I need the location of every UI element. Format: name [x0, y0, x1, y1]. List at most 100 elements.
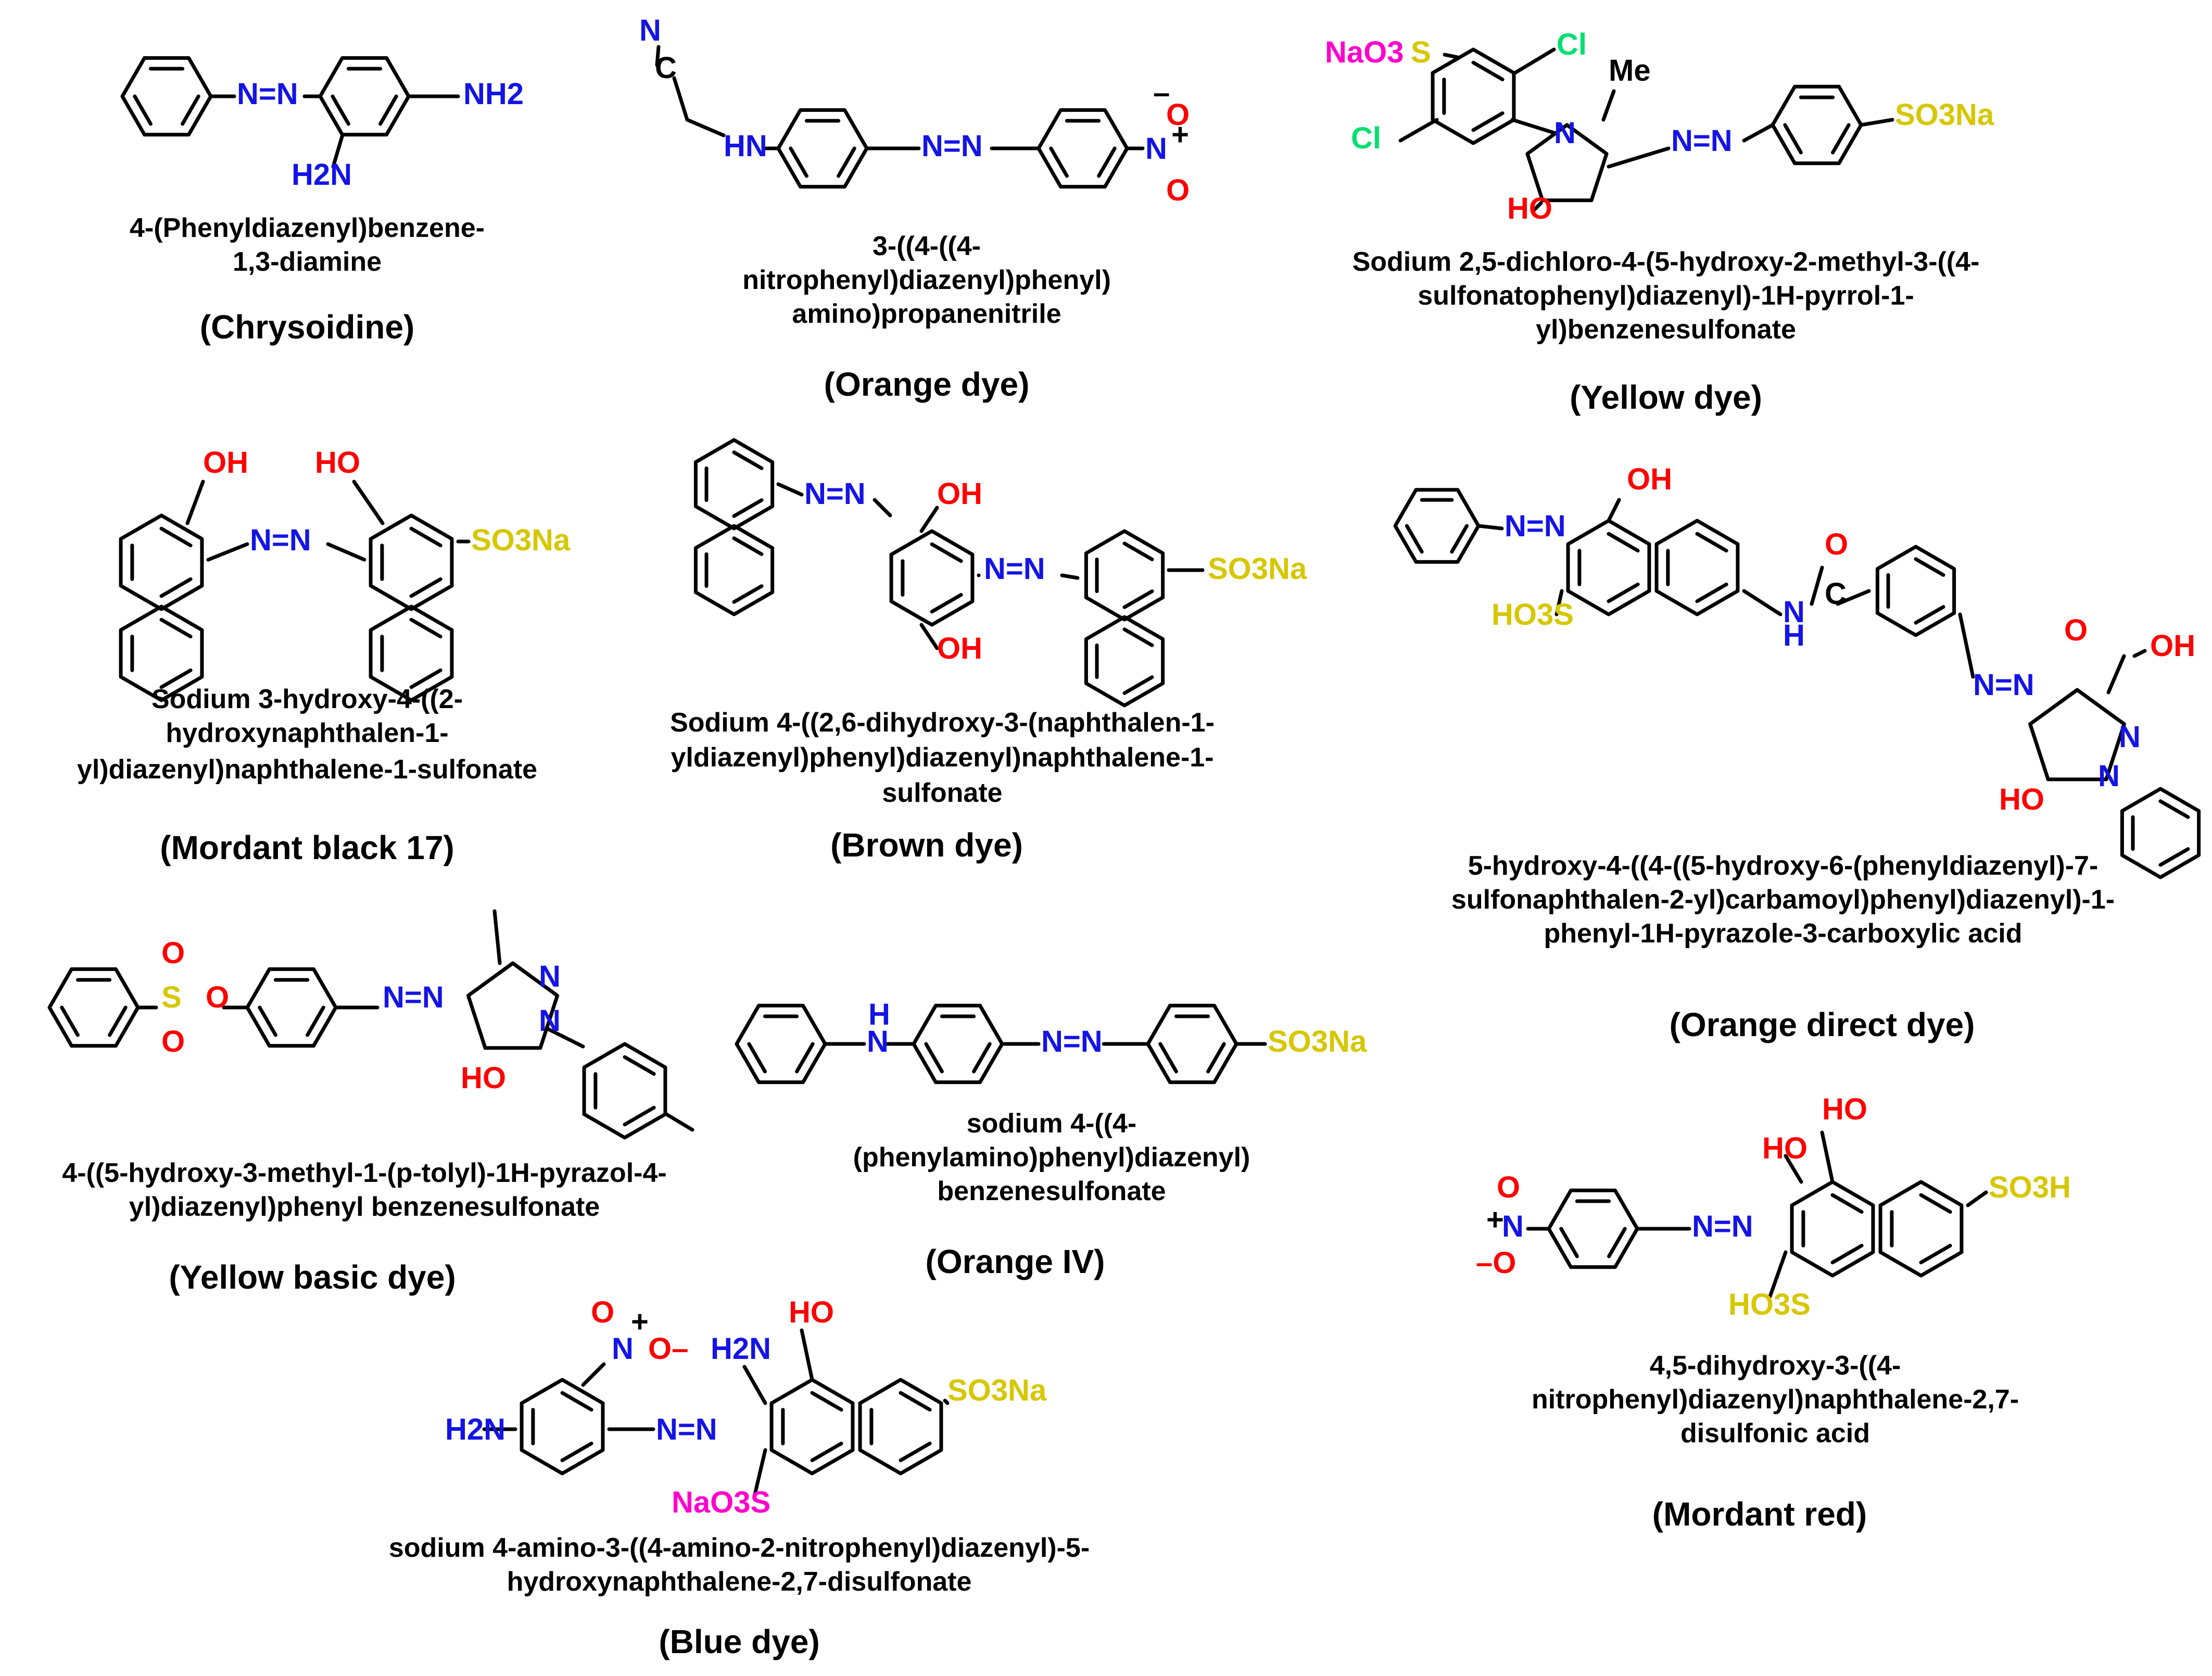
bond	[352, 480, 385, 525]
atom-label: N	[1145, 132, 1167, 166]
bond	[1554, 589, 1564, 616]
bond	[1122, 675, 1154, 695]
atom-label: SO3Na	[1895, 98, 1994, 132]
bond	[1060, 573, 1080, 580]
bond	[753, 1448, 767, 1496]
common-name: (Blue dye)	[659, 1623, 819, 1660]
bond	[1830, 1193, 1864, 1214]
atom-label: N=N	[250, 523, 311, 557]
bond	[409, 668, 443, 689]
bond	[889, 529, 975, 627]
bond	[1768, 1250, 1788, 1299]
iupac-name-line: 1,3-diamine	[233, 247, 382, 277]
iupac-name-line: hydroxynaphthalene-2,7-disulfonate	[507, 1567, 972, 1597]
bond	[1783, 123, 1803, 155]
atom-label: N=N	[383, 980, 444, 1014]
atom-label: N=N	[656, 1413, 717, 1446]
bond	[1742, 123, 1775, 143]
iupac-name-line: Sodium 4-((2,6-dihydroxy-3-(naphthalen-1…	[670, 708, 1215, 738]
common-name: (Chrysoidine)	[200, 308, 414, 346]
bond	[2106, 654, 2126, 695]
bond	[258, 1005, 277, 1037]
bond	[119, 604, 204, 702]
bond	[159, 618, 193, 639]
bond	[133, 94, 153, 126]
bond	[1695, 582, 1728, 603]
bond	[769, 1378, 855, 1476]
iupac-name-line: (phenylamino)phenyl)diazenyl)	[853, 1142, 1250, 1173]
atom-label: N	[539, 960, 561, 993]
bond	[2132, 649, 2147, 658]
common-name: (Brown dye)	[830, 826, 1023, 864]
atom-label: +	[1486, 1203, 1504, 1237]
bond	[1084, 529, 1165, 622]
iupac-name-line: 4-((5-hydroxy-3-methyl-1-(p-tolyl)-1H-py…	[62, 1158, 666, 1188]
iupac-name-line: sodium 4-((4-	[967, 1108, 1136, 1139]
bond	[1742, 589, 1783, 616]
bond	[623, 1055, 656, 1076]
atom-label: O	[1166, 98, 1190, 132]
common-name: (Orange direct dye)	[1670, 1006, 1975, 1043]
bond	[1049, 146, 1069, 178]
bond	[1398, 118, 1439, 143]
bond	[2120, 787, 2201, 879]
bond	[655, 45, 661, 67]
iupac-name-line: Sodium 2,5-dichloro-4-(5-hydroxy-2-methy…	[1353, 247, 1980, 277]
bond	[1790, 1180, 1875, 1278]
atom-label: HN	[724, 129, 767, 163]
bond	[732, 584, 764, 604]
bond	[1601, 89, 1616, 122]
atom-label: N	[1783, 595, 1805, 629]
bond	[1810, 565, 1824, 606]
bond	[735, 1003, 827, 1085]
atom-label: O	[1825, 527, 1848, 561]
atom-label: N=N	[1505, 509, 1566, 543]
iupac-name-line: nitrophenyl)diazenyl)naphthalene-2,7-	[1532, 1384, 2019, 1415]
atom-label: HO3S	[1491, 598, 1574, 632]
atom-label: HO	[1507, 192, 1552, 225]
atom-label: HO	[1762, 1131, 1807, 1165]
atom-label: HO	[1822, 1092, 1867, 1126]
atom-label: N	[1554, 116, 1576, 150]
bond	[1476, 524, 1504, 531]
bond	[789, 146, 808, 178]
bond	[1859, 118, 1894, 127]
bond	[1784, 1154, 1803, 1184]
bond	[930, 542, 963, 563]
bond	[520, 1378, 605, 1476]
atom-label: Cl	[1557, 28, 1587, 61]
iupac-name-line: amino)propanenitrile	[792, 299, 1061, 329]
bond	[409, 526, 443, 548]
atom-label: OH	[203, 446, 248, 480]
atom-label: HO	[1999, 783, 2044, 816]
atom-label: O	[1166, 173, 1190, 207]
bond	[369, 604, 454, 702]
atom-label: C	[1825, 577, 1847, 611]
bond	[1097, 146, 1117, 178]
bond	[1531, 201, 1543, 213]
common-name: (Orange dye)	[824, 366, 1030, 403]
bond	[1443, 53, 1460, 59]
bond	[732, 450, 764, 470]
bond	[1958, 612, 1975, 679]
bond	[119, 513, 204, 611]
bond	[1122, 541, 1154, 561]
bond	[776, 482, 804, 497]
bond	[1525, 123, 1609, 203]
bond	[120, 56, 213, 137]
atom-label: S	[1411, 35, 1431, 69]
atom-label: SO3Na	[947, 1373, 1047, 1407]
atom-label: H	[868, 998, 890, 1031]
bond	[159, 526, 193, 548]
atom-label: H2N	[292, 158, 352, 192]
bond	[693, 438, 775, 531]
bond	[2028, 688, 2126, 782]
atom-label: HO	[461, 1061, 506, 1095]
atom-label: N	[639, 14, 661, 47]
atom-label: S	[161, 980, 182, 1014]
atom-label: O–	[648, 1332, 688, 1366]
bond	[924, 1042, 944, 1074]
bond	[1914, 605, 1945, 625]
atom-label: NaO3	[1325, 35, 1404, 69]
